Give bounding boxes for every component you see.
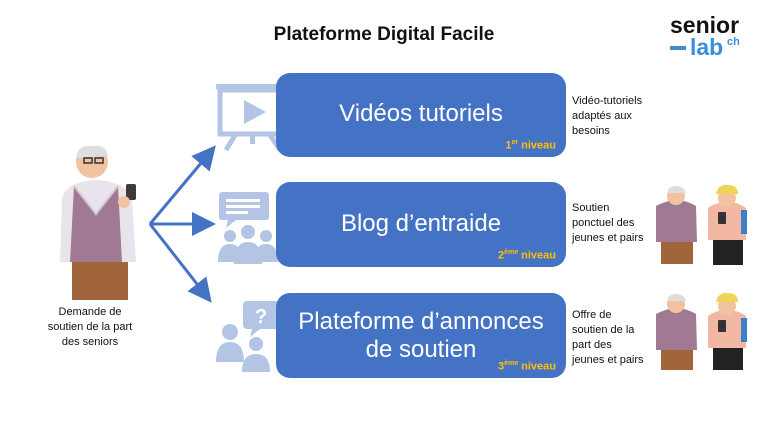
logo-suffix: ch: [727, 36, 740, 48]
arrow-to-level-1: [148, 145, 216, 225]
level-1-description: Vidéo-tutoriels adaptés aux besoins: [572, 95, 643, 137]
level-box-plateforme-annonces: Plateforme d’annonces de soutien 3ème ni…: [276, 293, 566, 378]
level-box-blog-entraide: Blog d’entraide 2ème niveau: [276, 182, 566, 267]
senior-lab-logo: senior lab ch: [664, 10, 744, 60]
page-title: Plateforme Digital Facile: [273, 24, 495, 45]
senior-youth-pair-illustration: [656, 292, 747, 370]
logo-dash: [670, 46, 686, 50]
arrows: [148, 145, 216, 303]
level-badge: 3ème niveau: [497, 360, 556, 373]
svg-text:?: ?: [255, 306, 267, 328]
level-3-description: Offre de soutien de la part des jeunes e…: [572, 309, 644, 366]
level-box-videos-tutoriels: Vidéos tutoriels 1er niveau: [276, 73, 566, 157]
chat-group-icon: [218, 192, 278, 264]
question-group-icon: ?: [216, 301, 279, 372]
logo-word-lab: lab: [690, 34, 724, 60]
arrow-to-level-3: [148, 223, 212, 303]
senior-youth-pair-illustration: [656, 184, 747, 265]
senior-person-illustration: [60, 145, 136, 300]
level-label: Blog d’entraide: [340, 210, 502, 237]
level-2-description: Soutien ponctuel des jeunes et pairs: [572, 202, 644, 244]
level-badge: 1er niveau: [505, 139, 556, 152]
senior-caption: Demande de soutien de la part des senior…: [47, 306, 133, 348]
level-badge: 2ème niveau: [497, 249, 556, 262]
logo-word-senior: senior: [670, 12, 740, 38]
level-label: Vidéos tutoriels: [339, 100, 503, 127]
level-label: Plateforme d’annonces de soutien: [298, 308, 544, 363]
